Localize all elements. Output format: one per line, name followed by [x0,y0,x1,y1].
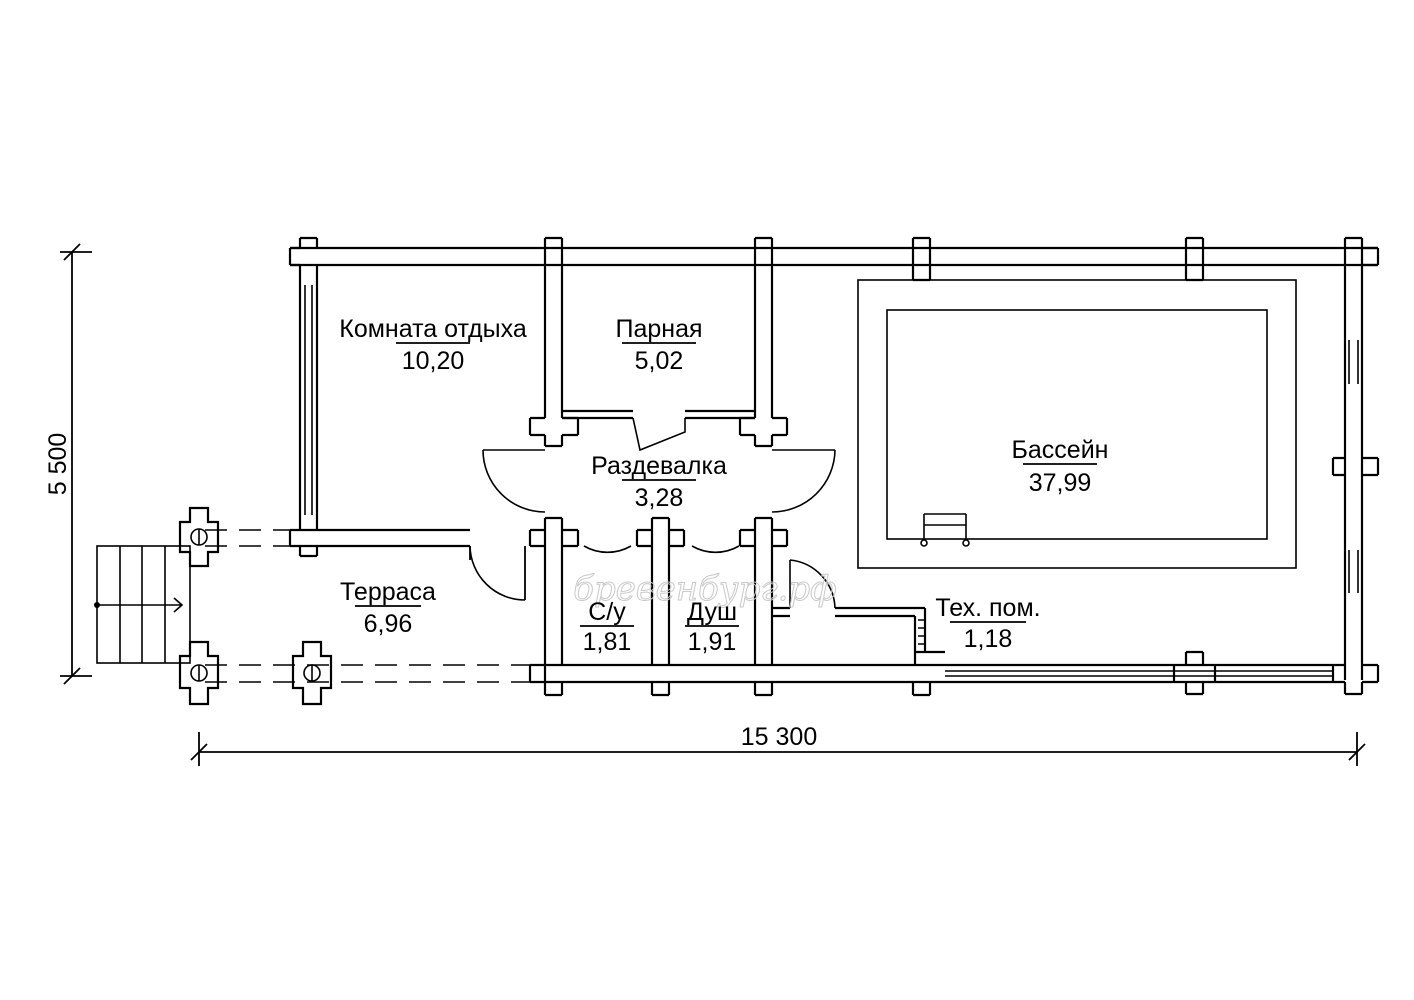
width-dimension-label: 15 300 [741,723,817,751]
room-name: С/у [588,598,626,626]
terrace-structure [94,506,530,706]
room-tech: Тех. пом. 1,18 [935,594,1040,653]
room-area: 5,02 [635,347,684,375]
room-pool: Бассейн 37,99 [1012,436,1109,497]
room-rest: Комната отдыха 10,20 [339,315,527,375]
terrace-post [291,640,333,706]
room-area: 6,96 [364,610,413,638]
terrace-post [178,506,220,568]
room-area: 1,91 [688,628,737,656]
room-name: Душ [687,598,737,626]
room-wc: С/у 1,81 [580,598,634,656]
dimension-height [60,243,92,685]
room-changing: Раздевалка 3,28 [591,452,727,512]
room-name: Тех. пом. [935,594,1040,622]
height-dimension-label: 5 500 [44,433,72,496]
walls [288,236,1380,697]
room-name: Бассейн [1012,436,1109,464]
room-area: 1,18 [964,625,1013,653]
terrace-post [178,640,220,706]
room-area: 10,20 [402,347,465,375]
room-shower: Душ 1,91 [685,598,739,656]
doors [469,417,836,609]
room-area: 1,81 [583,628,632,656]
room-steam: Парная 5,02 [615,315,702,375]
stairs [94,545,191,664]
room-name: Комната отдыха [339,315,527,343]
room-terrace: Терраса 6,96 [340,578,436,638]
room-name: Парная [615,315,702,343]
room-area: 3,28 [635,484,684,512]
watermark: бревенбург.рф [573,569,837,609]
room-name: Раздевалка [591,452,727,480]
pool-basin [857,279,1297,569]
room-area: 37,99 [1029,469,1092,497]
room-name: Терраса [340,578,436,606]
dimension-width [190,732,1366,766]
